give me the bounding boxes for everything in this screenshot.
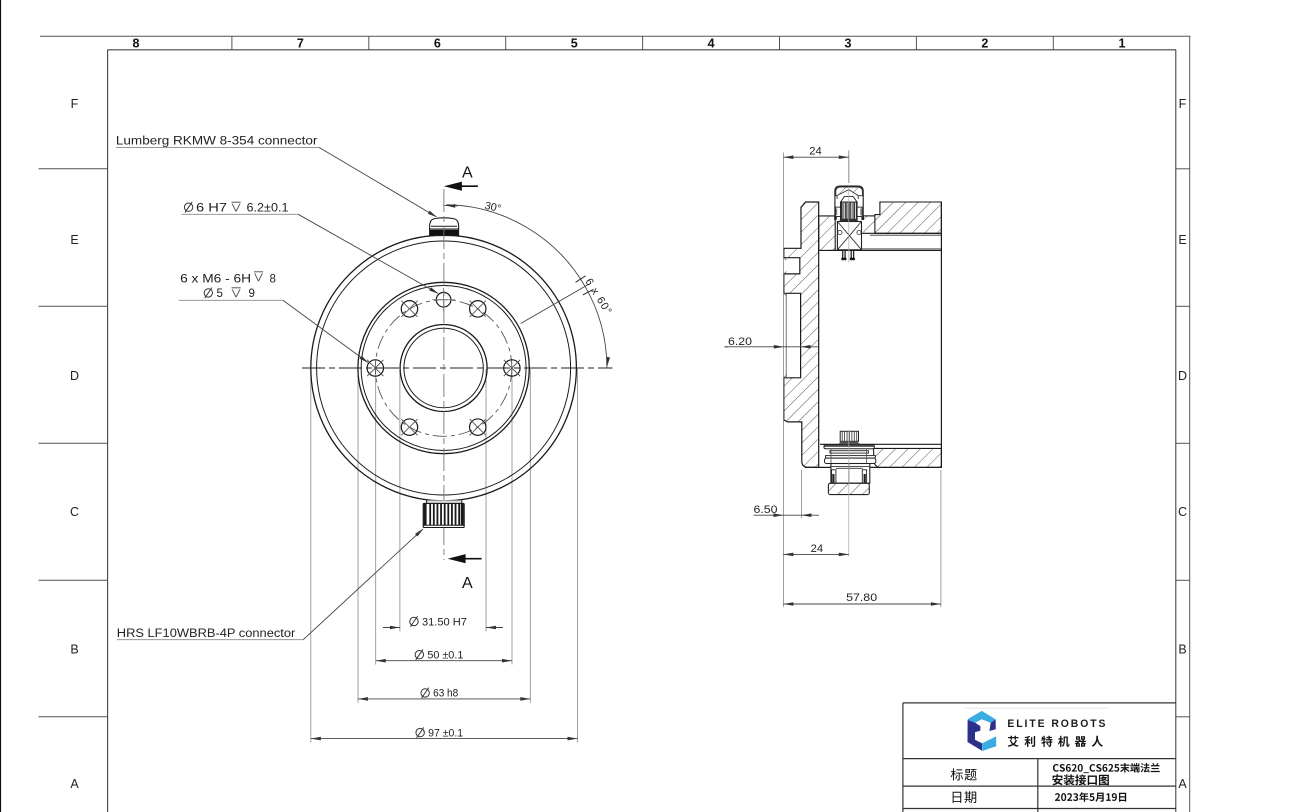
svg-text:5: 5 xyxy=(217,288,223,300)
svg-text:7: 7 xyxy=(297,36,304,50)
svg-text:8: 8 xyxy=(270,273,276,285)
svg-text:4: 4 xyxy=(708,36,715,50)
svg-text:6: 6 xyxy=(434,36,441,50)
svg-text:5: 5 xyxy=(571,36,578,50)
svg-text:HRS LF10WBRB-4P connector: HRS LF10WBRB-4P connector xyxy=(117,628,296,640)
svg-text:B: B xyxy=(1178,643,1186,657)
svg-text:A: A xyxy=(462,165,473,182)
svg-text:2: 2 xyxy=(981,36,988,50)
svg-text:30°: 30° xyxy=(483,200,502,215)
svg-text:E: E xyxy=(70,233,78,247)
svg-text:97 ±0.1: 97 ±0.1 xyxy=(428,727,463,739)
svg-text:50 ±0.1: 50 ±0.1 xyxy=(427,650,463,662)
svg-text:6 H7: 6 H7 xyxy=(196,203,227,215)
svg-text:24: 24 xyxy=(811,543,823,555)
svg-text:C: C xyxy=(1178,505,1187,519)
svg-text:57.80: 57.80 xyxy=(846,592,877,604)
svg-text:A: A xyxy=(462,575,473,592)
svg-text:A: A xyxy=(70,777,79,791)
svg-text:9: 9 xyxy=(249,288,255,300)
svg-text:31.50 H7: 31.50 H7 xyxy=(422,616,467,628)
svg-text:D: D xyxy=(1178,369,1187,383)
svg-text:1: 1 xyxy=(1119,36,1126,50)
svg-text:E: E xyxy=(1178,233,1186,247)
svg-text:C: C xyxy=(70,505,79,519)
svg-text:ELITE ROBOTS: ELITE ROBOTS xyxy=(1007,718,1107,730)
svg-text:6 x M6 - 6H: 6 x M6 - 6H xyxy=(180,273,251,285)
svg-text:F: F xyxy=(1179,97,1187,111)
svg-text:6.20: 6.20 xyxy=(728,336,752,348)
svg-text:63 h8: 63 h8 xyxy=(433,688,458,700)
svg-text:F: F xyxy=(71,97,79,111)
svg-text:24: 24 xyxy=(809,146,821,158)
svg-text:B: B xyxy=(70,643,78,657)
svg-text:8: 8 xyxy=(133,36,140,50)
svg-text:Lumberg RKMW 8-354 connector: Lumberg RKMW 8-354 connector xyxy=(116,136,318,148)
svg-text:6.50: 6.50 xyxy=(754,504,778,516)
svg-text:D: D xyxy=(70,369,79,383)
svg-text:6.2±0.1: 6.2±0.1 xyxy=(247,203,289,215)
svg-text:A: A xyxy=(1178,777,1187,791)
svg-text:3: 3 xyxy=(845,36,852,50)
